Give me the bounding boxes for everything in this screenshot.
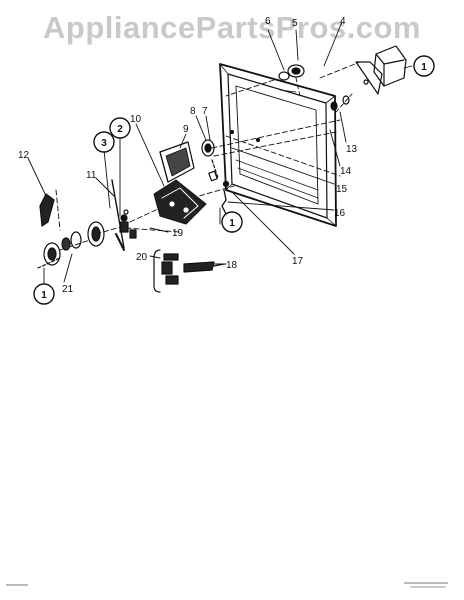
clips-20 xyxy=(153,249,225,293)
footer-mark-right-2 xyxy=(410,586,446,588)
callout-3-text: 3 xyxy=(101,138,107,149)
label-21: 21 xyxy=(62,284,74,295)
callout-1-right-text: 1 xyxy=(421,62,427,73)
handle-12 xyxy=(39,193,55,227)
label-9: 9 xyxy=(183,124,189,135)
watermark: AppliancePartsPros.com xyxy=(43,10,421,45)
label-20: 20 xyxy=(136,252,148,263)
footer-mark-right xyxy=(404,582,448,584)
label-5: 5 xyxy=(292,18,298,29)
leader-lines xyxy=(27,21,413,285)
label-12: 12 xyxy=(18,150,30,161)
callout-1-mid-text: 1 xyxy=(229,218,235,229)
callout-1-left: 1 xyxy=(33,283,55,305)
assembly-lines xyxy=(55,119,341,251)
rod-11 xyxy=(111,179,125,249)
label-6: 6 xyxy=(265,16,271,27)
label-4: 4 xyxy=(340,16,346,27)
label-7: 7 xyxy=(202,106,208,117)
latch-assembly-10 xyxy=(153,179,207,225)
label-16: 16 xyxy=(334,208,346,219)
spring-16 xyxy=(221,180,230,215)
callout-1-right: 1 xyxy=(413,55,435,77)
label-11: 11 xyxy=(86,170,97,181)
label-15: 15 xyxy=(336,184,348,195)
gear-assembly-21 xyxy=(37,221,105,269)
callout-1-mid: 1 xyxy=(221,211,243,233)
top-rollers xyxy=(225,64,305,97)
label-13: 13 xyxy=(346,144,358,155)
label-19: 19 xyxy=(172,228,184,239)
upper-hinge-assembly xyxy=(319,45,407,113)
callout-2-text: 2 xyxy=(117,124,123,135)
label-10: 10 xyxy=(130,114,142,125)
callout-2: 2 xyxy=(109,117,131,139)
callout-3: 3 xyxy=(93,131,115,153)
label-18: 18 xyxy=(226,260,238,271)
label-8: 8 xyxy=(190,106,196,117)
callout-1-left-text: 1 xyxy=(41,290,47,301)
door-panel xyxy=(219,63,337,227)
label-14: 14 xyxy=(340,166,352,177)
door-gaskets xyxy=(201,139,219,182)
footer-mark-left xyxy=(6,584,28,586)
housing-9 xyxy=(159,141,195,183)
label-17: 17 xyxy=(292,256,304,267)
